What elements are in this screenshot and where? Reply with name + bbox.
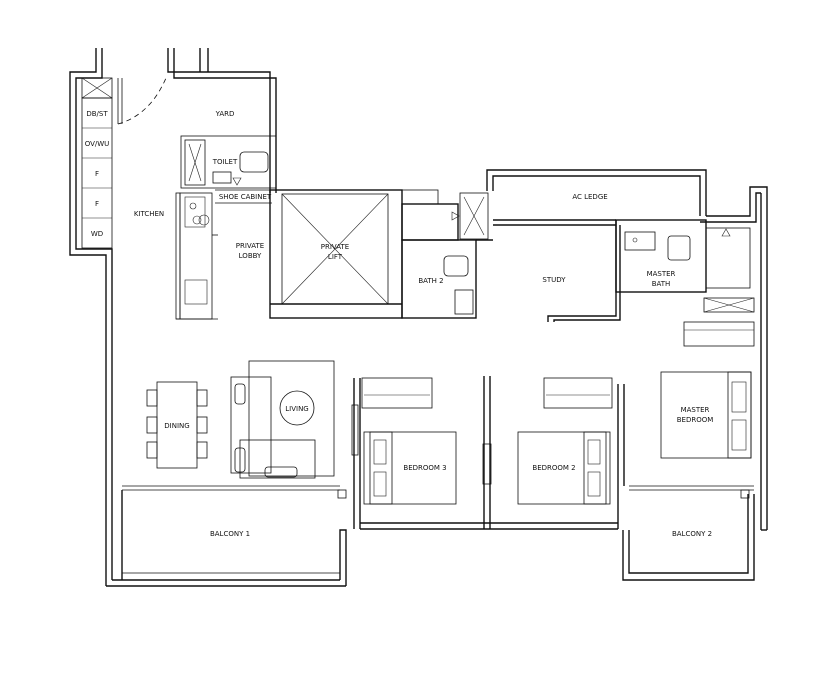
master-bath-label-1: MASTER (647, 270, 676, 278)
study-walls (547, 220, 621, 322)
master-bedroom (660, 371, 752, 499)
living-furniture (230, 360, 335, 479)
utility-fridge-label-1: F (95, 170, 99, 178)
study-label: STUDY (542, 276, 566, 284)
bedroom-2-label: BEDROOM 2 (532, 464, 575, 472)
master-bath (615, 219, 755, 347)
private-lift-label-2: LIFT (328, 253, 343, 261)
bedroom-2 (517, 377, 625, 529)
private-lift-label-1: PRIVATE (321, 243, 349, 251)
yard-door (117, 77, 167, 125)
bedroom-3 (351, 377, 457, 529)
ac-ledge-label: AC LEDGE (572, 193, 607, 201)
utility-ov-wu-label: OV/WU (85, 140, 110, 148)
utility-fridge-label-2: F (95, 200, 99, 208)
dining-furniture (146, 381, 208, 469)
balcony-2-label: BALCONY 2 (672, 530, 712, 538)
utility-column: DB/ST OV/WU F F WD (81, 77, 113, 249)
ac-ledge (493, 219, 616, 226)
utility-wd-label: WD (91, 230, 103, 238)
partition-wall (482, 376, 492, 529)
private-lift (269, 189, 439, 319)
bedroom-3-label: BEDROOM 3 (403, 464, 446, 472)
balcony-1-label: BALCONY 1 (210, 530, 250, 538)
utility-db-st-label: DB/ST (86, 110, 108, 118)
toilet-label: TOILET (212, 158, 238, 166)
room-labels: YARD TOILET SHOE CABINET KITCHEN PRIVATE… (134, 110, 713, 538)
master-bedroom-label-2: BEDROOM (677, 416, 714, 424)
bath-2-label: BATH 2 (418, 277, 443, 285)
balcony-1-railing (122, 485, 347, 499)
master-bath-label-2: BATH (652, 280, 671, 288)
dining-label: DINING (164, 422, 189, 430)
exterior-walls (69, 48, 768, 587)
yard-label: YARD (215, 110, 235, 118)
private-lobby-label-2: LOBBY (239, 252, 262, 260)
toilet-and-counter (175, 135, 277, 320)
living-label: LIVING (285, 405, 308, 413)
master-bedroom-label-1: MASTER (681, 406, 710, 414)
private-lobby-label-1: PRIVATE (236, 242, 264, 250)
shoe-cabinet-label: SHOE CABINET (219, 193, 272, 201)
bath-2 (401, 192, 493, 319)
kitchen-label: KITCHEN (134, 210, 164, 218)
